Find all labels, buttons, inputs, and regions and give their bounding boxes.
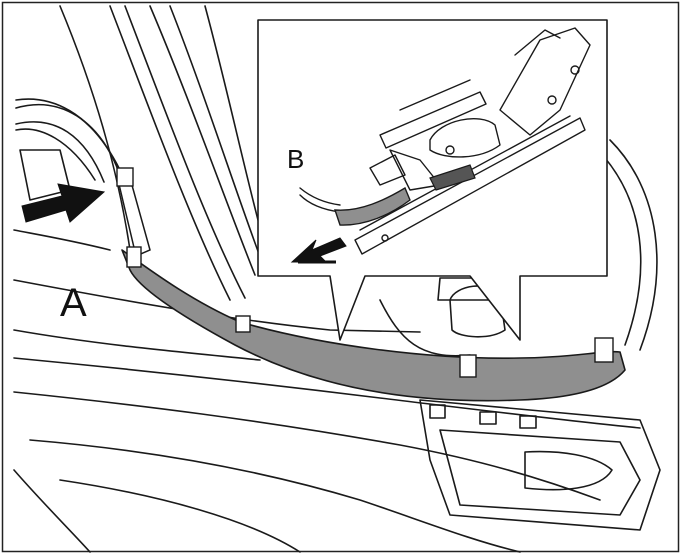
callout-label-b: B — [287, 144, 304, 174]
pillar-outer-edge — [59, 5, 131, 251]
pillar-panel-4 — [204, 5, 259, 221]
callout-label-a: A — [60, 281, 87, 325]
rail-tab-1 — [429, 404, 446, 419]
floor-edge-2 — [13, 391, 601, 501]
inset-bracket-arm — [514, 29, 561, 56]
harness-clip-3 — [459, 354, 477, 378]
inset-bolt-3 — [570, 65, 580, 75]
harness-tube-bottom — [15, 121, 105, 183]
harness-tube-top — [15, 103, 121, 176]
detail-inset — [257, 19, 608, 341]
inset-bar-2 — [399, 79, 471, 111]
inset-motor — [429, 118, 501, 158]
floor-edge-4 — [59, 479, 301, 553]
wiring-harness — [116, 167, 626, 402]
harness-loop-outer — [609, 139, 658, 351]
seat-rail-slot — [524, 450, 613, 491]
inset-bolt-1 — [445, 145, 455, 155]
inset-link — [369, 154, 406, 186]
door-trim-lower — [15, 128, 96, 181]
harness-clip-1 — [126, 246, 142, 268]
rail-tab-2 — [479, 411, 497, 425]
rail-tab-3 — [519, 415, 537, 429]
harness-loop-inner — [597, 149, 642, 346]
inset-bolt-2 — [547, 95, 557, 105]
arrow-right-icon — [21, 183, 106, 223]
harness-connector-top — [116, 167, 134, 187]
pillar-panel-2 — [124, 5, 246, 299]
floor-edge-5 — [13, 469, 91, 553]
inset-bolt-4 — [381, 234, 389, 242]
sill-lower-edge — [13, 329, 261, 361]
floor-recess — [379, 299, 471, 357]
carpet-fold — [13, 229, 111, 251]
floor-edge-1 — [13, 357, 641, 429]
inset-harness-segment — [334, 186, 411, 226]
inset-connector-dark — [429, 164, 476, 191]
floor-edge-3 — [29, 439, 521, 553]
seat-rail-inner — [439, 429, 641, 516]
inset-rail-outer — [354, 117, 586, 255]
harness-band — [121, 249, 626, 402]
vehicle-floor-drawing — [13, 5, 661, 553]
seat-rail-housing — [419, 399, 661, 531]
inset-bracket — [499, 27, 591, 136]
harness-clip-2 — [235, 315, 251, 333]
pillar-panel-5 — [169, 5, 263, 263]
inset-bar-1 — [379, 91, 487, 149]
pillar-panel-3 — [149, 5, 256, 276]
harness-clip-4 — [594, 337, 614, 363]
inset-wire-2 — [299, 187, 341, 206]
pillar-panel-1 — [109, 5, 231, 301]
